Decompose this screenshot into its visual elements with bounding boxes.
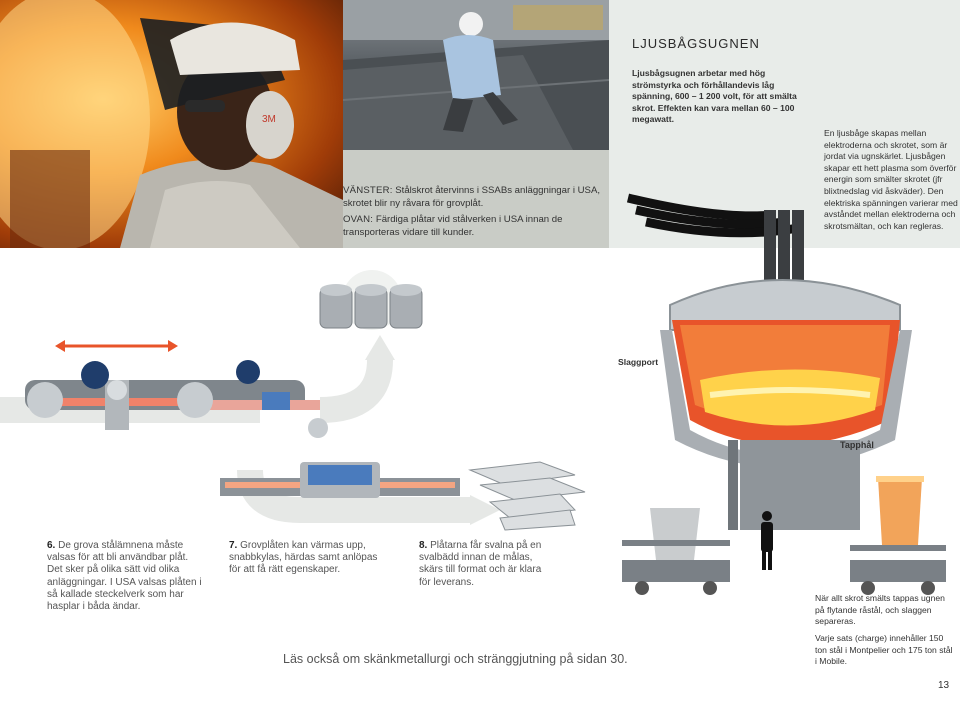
helmet-brand: 3M — [262, 114, 276, 125]
tap-hole-label: Tapphål — [840, 440, 874, 450]
heat-treatment-line — [220, 462, 460, 498]
electric-arc-furnace — [660, 279, 912, 530]
tapping-note: När allt skrot smälts tappas ugnen på fl… — [815, 593, 945, 627]
arc-furnace-title: LJUSBÅGSUGNEN — [632, 36, 760, 51]
caption-above: OVAN: Färdiga plåtar vid stålverken i US… — [343, 214, 563, 238]
person-silhouette — [761, 511, 773, 570]
photo-caption-box: VÄNSTER: Stålskrot återvinns i SSABs anl… — [343, 150, 609, 248]
steel-ladle-cart — [850, 476, 946, 595]
steel-coils — [319, 284, 423, 329]
arc-furnace-intro: Ljusbågsugnen arbetar med hög strömstyrk… — [632, 68, 797, 125]
step-7: 7. Grovplåten kan värmas upp, snabbkylas… — [229, 540, 378, 576]
slag-ladle-cart — [622, 508, 730, 595]
slag-port-label: Slaggport — [618, 357, 658, 367]
photo-steel-plates — [343, 0, 609, 150]
caption-left: VÄNSTER: Stålskrot återvinns i SSABs anl… — [343, 185, 601, 209]
step-6: 6. De grova stålämnena måste valsas för … — [47, 540, 202, 613]
arc-furnace-explanation: En ljusbåge skapas mellan elektroderna o… — [824, 128, 958, 231]
see-also-link[interactable]: Läs också om skänkmetallurgi och strängg… — [283, 652, 628, 666]
steckel-rolling-mill — [25, 340, 328, 438]
step-8: 8. Plåtarna får svalna på en svalbädd in… — [419, 540, 542, 588]
photo-worker-furnace: 3M — [0, 0, 343, 248]
charge-note: Varje sats (charge) innehåller 150 ton s… — [815, 633, 953, 667]
page-number: 13 — [938, 680, 950, 691]
finished-plates-stack — [468, 461, 586, 531]
